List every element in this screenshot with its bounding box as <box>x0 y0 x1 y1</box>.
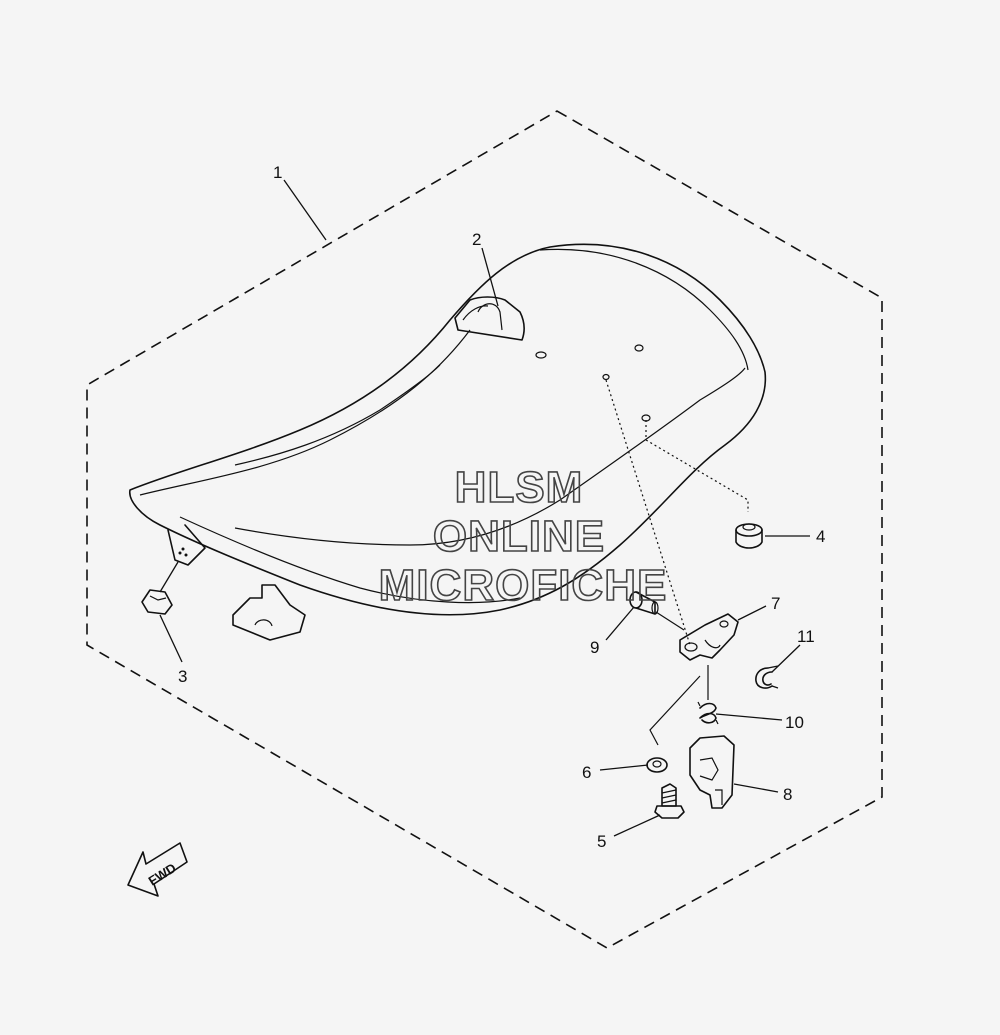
callout-6: 6 <box>582 763 591 782</box>
callout-8: 8 <box>783 785 792 804</box>
callout-2: 2 <box>472 230 481 249</box>
part-5-bolt <box>654 783 685 819</box>
callout-10: 10 <box>785 713 804 732</box>
callout-7: 7 <box>771 594 780 613</box>
callout-4: 4 <box>816 527 825 546</box>
leader-10 <box>715 713 783 721</box>
leader-11 <box>771 644 801 673</box>
callout-11: 11 <box>797 627 815 646</box>
leader-6 <box>599 764 649 771</box>
guide-line-4 <box>645 420 749 512</box>
seat <box>129 243 767 641</box>
leader-9 <box>605 606 635 641</box>
leader-7 <box>737 605 767 621</box>
watermark-line-2: ONLINE <box>433 512 605 561</box>
part-8-hook <box>689 735 735 809</box>
leader-5 <box>613 814 661 837</box>
leader-8 <box>733 783 779 793</box>
callout-9: 9 <box>590 638 599 657</box>
guide-line-6 <box>649 675 701 746</box>
callout-1: 1 <box>273 163 282 182</box>
part-6-washer <box>646 757 668 773</box>
leader-3 <box>159 614 183 663</box>
part-4-damper <box>735 523 763 549</box>
part-10-spring <box>697 701 719 725</box>
watermark-line-3: MICROFICHE <box>379 561 668 610</box>
leader-3-up <box>159 561 179 593</box>
watermark: HLSM ONLINE MICROFICHE <box>378 462 668 611</box>
guide-line-7 <box>605 379 691 646</box>
callout-3: 3 <box>178 667 187 686</box>
callout-5: 5 <box>597 832 606 851</box>
fwd-label: FWD <box>146 860 179 888</box>
leader-1 <box>283 179 327 241</box>
leader-2 <box>481 247 499 307</box>
part-9-collar <box>629 591 659 615</box>
part-3-damper <box>141 589 173 615</box>
part-7-bracket <box>679 613 739 661</box>
watermark-line-1: HLSM <box>455 463 584 512</box>
part-11-circlip <box>755 665 779 689</box>
forward-arrow-icon: FWD <box>127 842 188 897</box>
guide-line-9 <box>655 611 685 631</box>
